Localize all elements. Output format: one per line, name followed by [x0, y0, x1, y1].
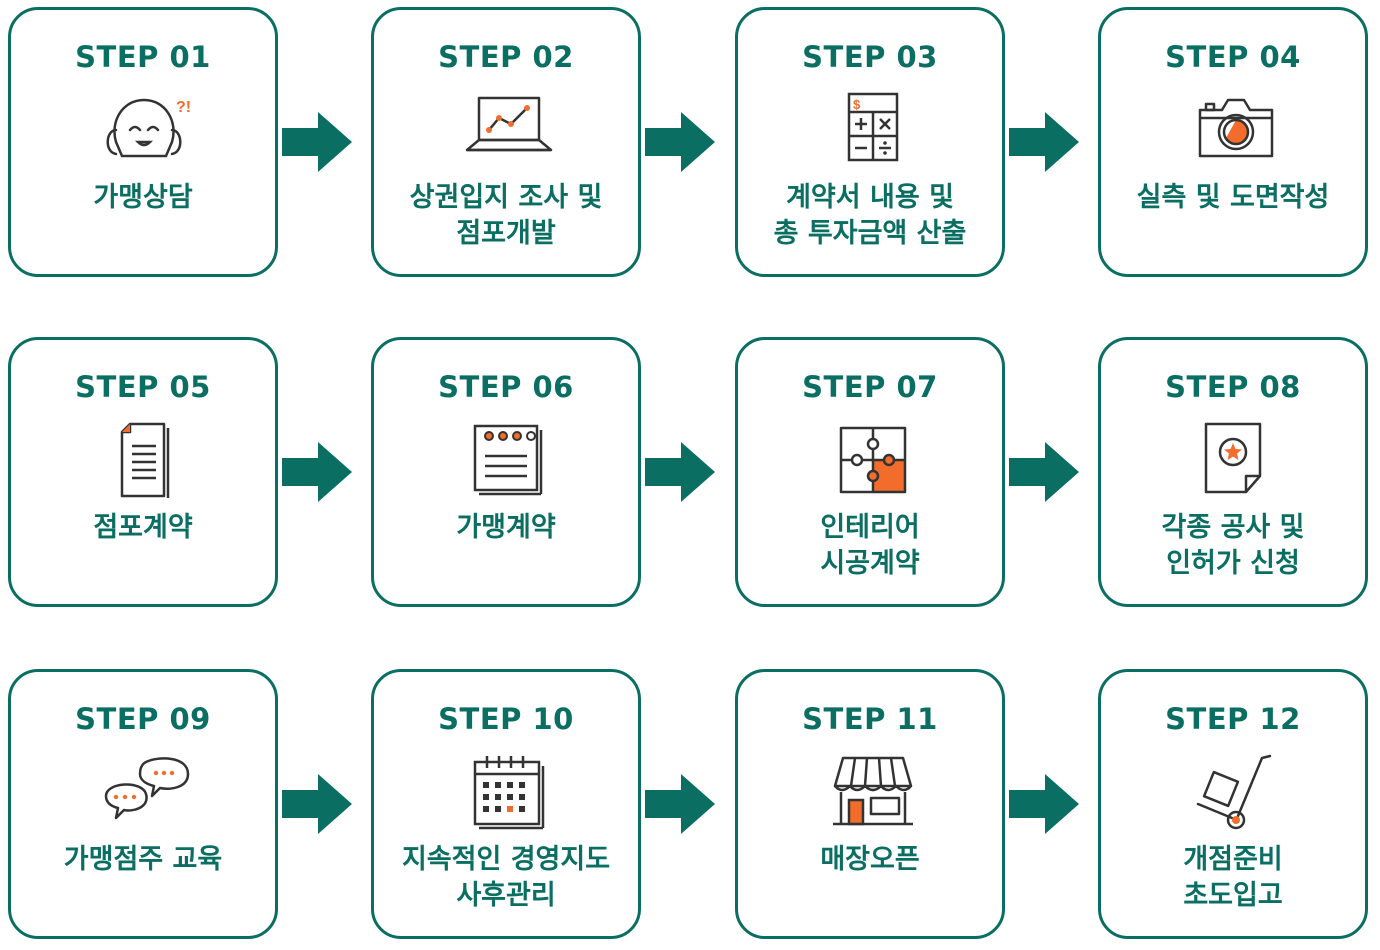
camera-icon [1198, 98, 1274, 158]
chat-bubbles-icon [104, 757, 190, 820]
step-label: STEP 07 [802, 370, 938, 404]
laptop-chart-icon [465, 96, 553, 152]
step-label: STEP 02 [438, 40, 574, 74]
step-card-11: STEP 11 매장오픈 [735, 669, 1005, 939]
arrow-right-icon [282, 774, 352, 834]
step-label: STEP 04 [1165, 40, 1301, 74]
step-title: 계약서 내용 및 총 투자금액 산출 [773, 182, 967, 249]
arrow-right-icon [645, 774, 715, 834]
arrow-right-icon [1009, 774, 1079, 834]
step-title: 개점준비 초도입고 [1183, 844, 1283, 911]
step-title: 가맹점주 교육 [63, 844, 223, 875]
arrow-right-icon [645, 112, 715, 172]
step-title: 상권입지 조사 및 점포개발 [409, 182, 603, 249]
step-title: 가맹상담 [93, 182, 193, 213]
svg-text:$: $ [853, 97, 861, 112]
step-card-09: STEP 09 가맹점주 교육 [8, 669, 278, 939]
step-label: STEP 01 [75, 40, 211, 74]
step-label: STEP 10 [438, 702, 574, 736]
step-card-05: STEP 05 점포계약 [8, 337, 278, 607]
step-card-04: STEP 04 실측 및 도면작성 [1098, 7, 1368, 277]
step-label: STEP 09 [75, 702, 211, 736]
notepad-icon [473, 424, 543, 496]
step-label: STEP 11 [802, 702, 938, 736]
arrow-right-icon [1009, 112, 1079, 172]
step-card-06: STEP 06 가맹계약 [371, 337, 641, 607]
puzzle-icon [839, 426, 907, 494]
step-card-08: STEP 08 각종 공사 및 인허가 신청 [1098, 337, 1368, 607]
step-title: 매장오픈 [820, 844, 920, 875]
step-card-02: STEP 02 상권입지 조사 및 점포개발 [371, 7, 641, 277]
step-card-10: STEP 10 지속적인 경영지도 사후관리 [371, 669, 641, 939]
step-label: STEP 05 [75, 370, 211, 404]
step-card-01: STEP 01 ?! 가맹상담 [8, 7, 278, 277]
arrow-right-icon [645, 442, 715, 502]
storefront-icon [833, 756, 913, 826]
step-card-03: STEP 03 $ 계약서 내용 및 총 투자금액 산출 [735, 7, 1005, 277]
hand-truck-icon [1196, 754, 1272, 830]
step-card-12: STEP 12 개점준비 초도입고 [1098, 669, 1368, 939]
step-label: STEP 03 [802, 40, 938, 74]
calculator-icon: $ [847, 92, 899, 162]
step-title: 인테리어 시공계약 [820, 512, 920, 579]
arrow-right-icon [282, 442, 352, 502]
step-title: 실측 및 도면작성 [1136, 182, 1330, 213]
step-title: 각종 공사 및 인허가 신청 [1161, 512, 1305, 579]
step-label: STEP 12 [1165, 702, 1301, 736]
step-title: 지속적인 경영지도 사후관리 [401, 844, 611, 911]
step-label: STEP 06 [438, 370, 574, 404]
step-label: STEP 08 [1165, 370, 1301, 404]
arrow-right-icon [1009, 442, 1079, 502]
calendar-icon [473, 756, 545, 830]
svg-text:?!: ?! [176, 99, 191, 116]
step-title: 점포계약 [93, 512, 193, 543]
document-icon [120, 422, 170, 498]
step-card-07: STEP 07 인테리어 시공계약 [735, 337, 1005, 607]
step-title: 가맹계약 [456, 512, 556, 543]
arrow-right-icon [282, 112, 352, 172]
certificate-icon [1204, 422, 1262, 494]
consultation-face-icon: ?! [106, 98, 191, 158]
